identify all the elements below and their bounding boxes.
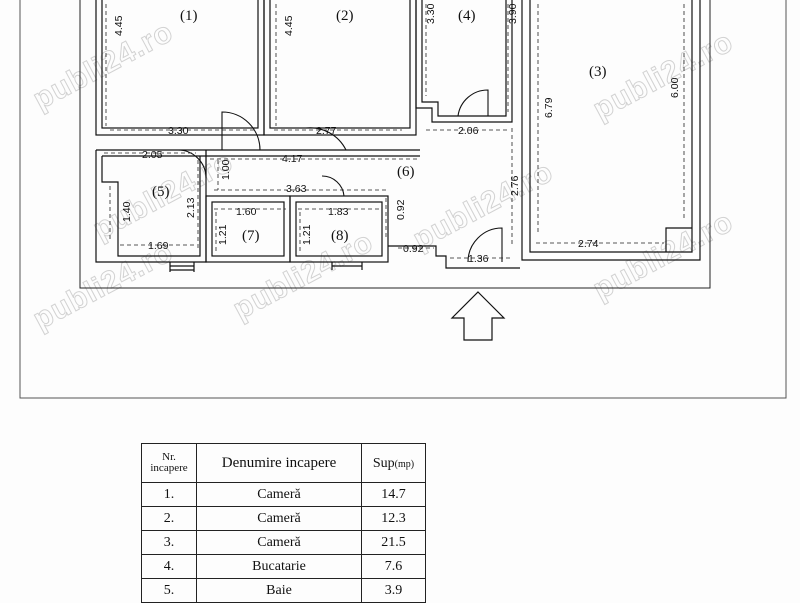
row-nr: 3. [141, 530, 197, 555]
watermark: publi24.ro [408, 155, 559, 256]
header-name-text: Denumire incapere [221, 455, 337, 471]
header-sup-unit: (mp) [394, 459, 415, 470]
row-name: Baie [196, 578, 362, 603]
header-nr-line1: Nr. [162, 451, 176, 463]
dim-label: 2.77 [316, 125, 337, 137]
dim-label: 2.05 [142, 149, 163, 161]
row-nr: 2. [141, 506, 197, 531]
room-label-8: (8) [331, 228, 349, 244]
room-label-5: (5) [152, 184, 170, 200]
dim-label: 4.45 [113, 15, 125, 36]
row-name: Cameră [196, 530, 362, 555]
dim-label: 1.40 [121, 201, 133, 222]
dimension-labels: 4.45 4.45 3.30 3.90 6.79 6.00 3.30 2.77 … [113, 3, 681, 265]
row-nr: 5. [141, 578, 197, 603]
row-sup: 7.6 [361, 554, 426, 579]
room-label-2: (2) [336, 8, 354, 24]
plan-frame [19, 0, 787, 399]
table-row: 5. Baie 3.9 [141, 578, 426, 603]
dim-label: 3.63 [286, 183, 307, 195]
dim-label: 4.17 [282, 153, 303, 165]
row-sup: 12.3 [361, 506, 426, 531]
dim-label: 3.90 [507, 3, 519, 24]
room-label-3: (3) [589, 64, 607, 80]
room-labels: (1) (2) (4) (3) (5) (6) (7) (8) [152, 8, 607, 244]
row-sup: 14.7 [361, 482, 426, 507]
table-row: 1. Cameră 14.7 [141, 482, 426, 507]
watermark: publi24.ro [588, 25, 739, 126]
dim-label: 6.00 [669, 77, 681, 98]
dim-label: 0.92 [403, 243, 424, 255]
header-nr: Nr. incapere [141, 443, 197, 483]
dim-label: 1.60 [236, 206, 257, 218]
dim-label: 1.00 [220, 159, 232, 180]
room-label-6: (6) [397, 164, 415, 180]
dim-label: 2.74 [578, 238, 599, 250]
room-label-1: (1) [180, 8, 198, 24]
header-nr-line2: incapere [150, 462, 188, 474]
doors [177, 89, 503, 263]
watermark: publi24.ro [588, 205, 739, 306]
rooms-legend-table: Nr. incapere Denumire incapere Sup(mp) 1… [141, 443, 426, 603]
row-sup: 21.5 [361, 530, 426, 555]
door-room2 [305, 127, 347, 151]
row-name: Cameră [196, 482, 362, 507]
room-label-7: (7) [242, 228, 260, 244]
table-row: 2. Cameră 12.3 [141, 506, 426, 531]
row-nr: 1. [141, 482, 197, 507]
dim-label: 0.92 [395, 199, 407, 220]
table-row: 4. Bucatarie 7.6 [141, 554, 426, 579]
door-room4 [457, 89, 489, 117]
door-room1 [221, 111, 261, 151]
row-nr: 4. [141, 554, 197, 579]
dimension-lines [104, 4, 685, 259]
watermark: publi24.ro [28, 15, 179, 116]
floor-plan: publi24.ro publi24.ro publi24.ro publi24… [19, 0, 787, 399]
dim-label: 2.13 [185, 197, 197, 218]
header-name: Denumire incapere [196, 443, 362, 483]
dim-label: 2.06 [458, 125, 479, 137]
dim-label: 3.30 [168, 125, 189, 137]
row-sup: 3.9 [361, 578, 426, 603]
dim-label: 1.83 [328, 206, 349, 218]
dim-label: 6.79 [543, 97, 555, 118]
header-sup-text: Sup [372, 456, 395, 471]
dim-label: 1.21 [217, 224, 229, 245]
header-sup: Sup(mp) [361, 443, 426, 483]
dim-label: 4.45 [283, 15, 295, 36]
room-label-4: (4) [458, 8, 476, 24]
dim-label: 1.21 [301, 224, 313, 245]
row-name: Bucatarie [196, 554, 362, 579]
table-row: 3. Cameră 21.5 [141, 530, 426, 555]
row-name: Cameră [196, 506, 362, 531]
building-outline [79, 0, 711, 289]
walls [95, 0, 701, 272]
door-room5 [177, 149, 207, 179]
legend-header-row: Nr. incapere Denumire incapere Sup(mp) [141, 443, 426, 483]
dim-label: 2.76 [509, 175, 521, 196]
entrance-arrow-icon [450, 291, 506, 341]
dim-label: 1.69 [148, 240, 169, 252]
door-room8 [321, 175, 345, 197]
door-entrance [467, 227, 503, 263]
dim-label: 3.30 [425, 3, 437, 24]
dim-label: 1.36 [468, 253, 489, 265]
